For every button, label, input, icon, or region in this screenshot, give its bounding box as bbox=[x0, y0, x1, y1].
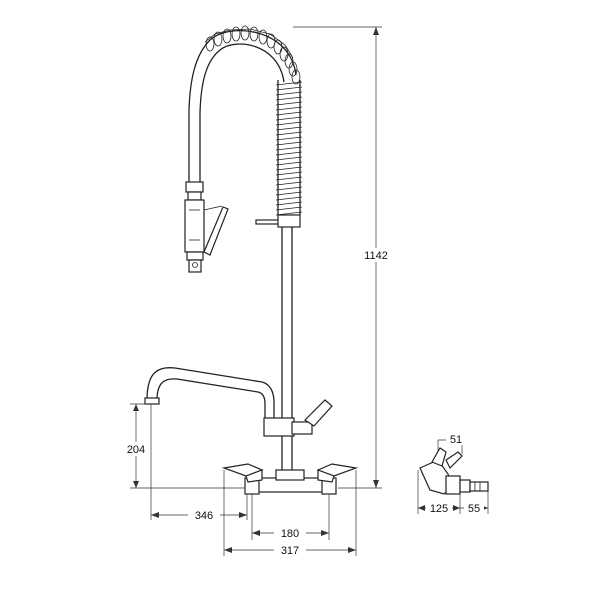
spring-coil-turn bbox=[275, 156, 303, 161]
dim-346-label: 346 bbox=[195, 510, 213, 522]
spring-arc-turn bbox=[213, 31, 223, 47]
spring-coil-turn bbox=[275, 161, 303, 166]
spring-coil-turn bbox=[275, 181, 303, 186]
spring-coil-turn bbox=[275, 201, 303, 206]
hose bbox=[188, 28, 297, 182]
dim-55-label: 55 bbox=[468, 503, 480, 515]
spring-coil-turn bbox=[275, 81, 303, 86]
spring-coil-turn bbox=[275, 131, 303, 136]
spring-coil-turn bbox=[275, 91, 303, 96]
spring-coil-turn bbox=[275, 186, 303, 191]
dim-51-label: 51 bbox=[450, 434, 462, 446]
dim-317-label: 317 bbox=[281, 545, 299, 557]
dim-204-label: 204 bbox=[127, 444, 145, 456]
dimension-spout-height: 204 bbox=[120, 403, 245, 489]
spring-coil-turn bbox=[275, 106, 303, 111]
spring-coil-turn bbox=[275, 116, 303, 121]
spring-coil-turn bbox=[275, 86, 303, 91]
faucet-front-view: 1142 204 346 bbox=[120, 25, 394, 557]
spring-coil-turn bbox=[275, 171, 303, 176]
spring-coil-turn bbox=[275, 206, 303, 211]
spring-coil-turn bbox=[275, 101, 303, 106]
dimension-side-depth: 125 bbox=[417, 470, 461, 515]
spring-coil-turn bbox=[275, 111, 303, 116]
spring-coil-turn bbox=[275, 96, 303, 101]
spring-arc-turn bbox=[291, 69, 301, 85]
dim-1142-label: 1142 bbox=[364, 250, 388, 262]
dim-180-label: 180 bbox=[281, 528, 299, 540]
dimension-total-height: 1142 bbox=[293, 26, 394, 489]
dimension-tap-centres: 180 bbox=[251, 494, 330, 540]
spring-arc-turn bbox=[231, 26, 241, 42]
spring-coil-turn bbox=[275, 146, 303, 151]
spring-arc-turn bbox=[222, 28, 232, 44]
spring-coil-turn bbox=[275, 196, 303, 201]
dim-125-label: 125 bbox=[430, 503, 448, 515]
spring-coil-turn bbox=[275, 176, 303, 181]
dimension-spout-reach: 346 bbox=[150, 404, 248, 522]
faucet-side-view: 51 125 55 bbox=[417, 432, 489, 515]
spring-coil-turn bbox=[275, 141, 303, 146]
swivel-spout bbox=[144, 367, 333, 437]
spring-coil-turn bbox=[275, 126, 303, 131]
spring-coil-turn bbox=[275, 191, 303, 196]
spray-head bbox=[184, 181, 229, 273]
spring-coil-turn bbox=[275, 166, 303, 171]
spring-arc-turn bbox=[249, 26, 259, 42]
spring-coil-turn bbox=[275, 136, 303, 141]
spring-arc-turn bbox=[258, 29, 268, 45]
spring-coil bbox=[205, 25, 303, 216]
hook-bracket bbox=[255, 214, 301, 228]
spring-coil-turn bbox=[275, 151, 303, 156]
wall-body bbox=[221, 463, 359, 495]
dimension-side-outlet: 55 bbox=[460, 491, 489, 515]
spring-coil-turn bbox=[275, 121, 303, 126]
dimension-overall-width: 317 bbox=[223, 470, 357, 557]
spring-arc-turn bbox=[240, 25, 250, 41]
dimension-side-top: 51 bbox=[437, 432, 466, 454]
